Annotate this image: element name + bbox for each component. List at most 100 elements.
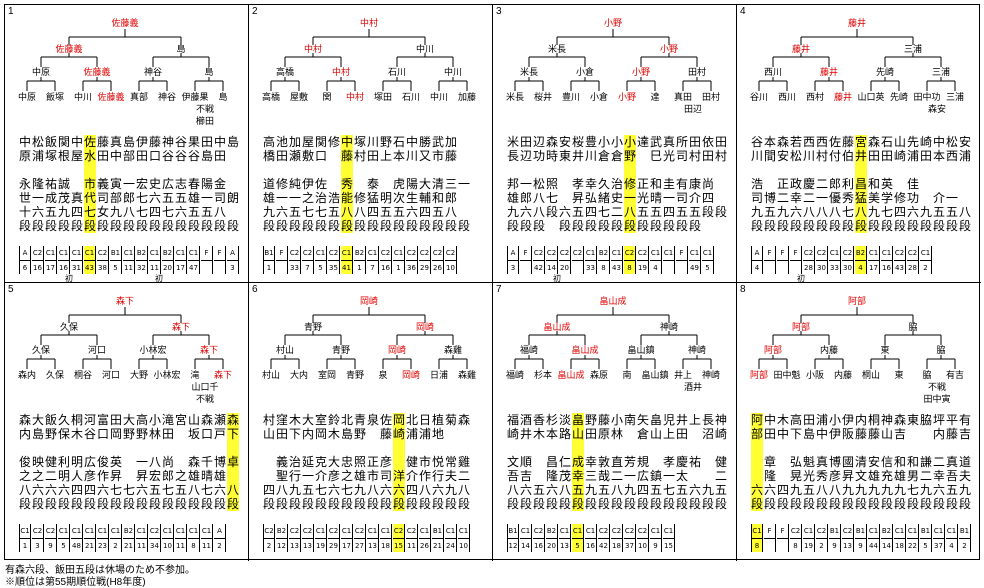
name-char: 九 xyxy=(881,483,894,497)
name-char: 幸 xyxy=(572,469,585,483)
name-char: 二 xyxy=(45,469,58,483)
name-char: 魁 xyxy=(803,455,816,469)
name-char: 森 xyxy=(546,135,559,149)
name-char: 寅 xyxy=(110,177,123,191)
name-char: 郎 xyxy=(520,191,533,205)
rank-value: F xyxy=(217,249,222,257)
name-char: 松 xyxy=(790,149,803,163)
player-name-column: 高野一昇六段 xyxy=(136,413,148,511)
rank-value: 43 xyxy=(84,260,95,275)
rank-value: C1 xyxy=(585,249,596,257)
name-char xyxy=(933,163,945,177)
rank-value: F xyxy=(780,249,785,257)
name-char xyxy=(546,163,558,177)
name-char: 段 xyxy=(585,219,598,233)
name-char: 九 xyxy=(959,483,972,497)
name-char: 圭 xyxy=(663,177,676,191)
name-char: 四 xyxy=(585,205,598,219)
name-char: 藤 xyxy=(855,427,868,441)
name-char: 段 xyxy=(663,219,676,233)
name-char: 上 xyxy=(689,413,702,427)
player-name-column: 関口佐治七段 xyxy=(315,135,327,233)
name-char: 倉 xyxy=(611,149,624,163)
name-char: 七 xyxy=(842,205,855,219)
name-char: 隆 xyxy=(764,469,777,483)
name-char: 一 xyxy=(663,469,676,483)
name-char: 正 xyxy=(777,177,790,191)
name-char: 段 xyxy=(751,219,764,233)
name-char: 一 xyxy=(520,177,533,191)
name-char xyxy=(458,441,470,455)
name-char: 中 xyxy=(71,135,84,149)
name-char: 石 xyxy=(881,135,894,149)
name-char: 七 xyxy=(598,205,611,219)
first-appearance-mark: 初 xyxy=(553,274,561,283)
name-char: 四 xyxy=(894,205,907,219)
rank-value: 16 xyxy=(881,260,892,275)
name-char: 長 xyxy=(507,149,520,163)
entrant-label: 米長 xyxy=(505,93,525,103)
name-char: 利 xyxy=(842,177,855,191)
name-char: 下 xyxy=(289,427,302,441)
name-char: 段 xyxy=(689,497,702,511)
rank-value xyxy=(777,538,788,553)
name-char: 段 xyxy=(676,219,689,233)
name-char: 一 xyxy=(946,191,959,205)
name-char: 常 xyxy=(445,455,458,469)
name-char xyxy=(97,163,109,177)
name-char: 窪 xyxy=(276,413,289,427)
name-char: 優 xyxy=(829,191,842,205)
name-char: 田 xyxy=(110,413,123,427)
name-char: 聖 xyxy=(276,469,289,483)
player-name-column: 米長邦雄九段 xyxy=(507,135,519,233)
name-char: 安 xyxy=(777,149,790,163)
name-char: 田 xyxy=(136,149,149,163)
name-char: 六 xyxy=(689,483,702,497)
player-name-column: 安東六段 xyxy=(559,135,571,233)
name-char xyxy=(520,163,532,177)
name-char: 六 xyxy=(328,483,341,497)
name-char: 修 xyxy=(354,191,367,205)
name-char: 広 xyxy=(637,469,650,483)
entrant-label: 井上 xyxy=(673,371,693,381)
name-char: 桜 xyxy=(572,135,585,149)
name-char: 八 xyxy=(624,205,637,219)
semifinal-label: 中村 xyxy=(303,45,323,55)
rank-value: 16 xyxy=(533,538,544,553)
name-char: 段 xyxy=(406,219,419,233)
name-char: 司 xyxy=(676,191,689,205)
name-char: 島 xyxy=(123,135,136,149)
name-char: 内 xyxy=(302,427,315,441)
rank-value: C2 xyxy=(611,527,622,535)
name-char xyxy=(45,441,57,455)
player-name-column: 中田章隆六段 xyxy=(764,413,776,511)
semifinal-label: 小野 xyxy=(659,45,679,55)
name-char: 日 xyxy=(419,413,432,427)
rank-value: C1 xyxy=(419,527,430,535)
name-char: 段 xyxy=(829,497,842,511)
name-char: 九 xyxy=(790,483,803,497)
name-char xyxy=(520,441,532,455)
name-char xyxy=(227,177,239,191)
name-char xyxy=(341,441,353,455)
name-char: 誠 xyxy=(58,177,71,191)
name-char: 西 xyxy=(946,149,959,163)
rank-cell: F xyxy=(276,246,288,274)
player-name-column: 瀬戸博雄六段 xyxy=(214,413,226,511)
name-char: 谷 xyxy=(751,135,764,149)
name-char: 虎 xyxy=(393,177,406,191)
rank-value: 8 xyxy=(598,260,609,275)
entrant-label: 日浦 xyxy=(429,371,449,381)
name-char: 幸 xyxy=(585,177,598,191)
name-char: 八 xyxy=(533,191,546,205)
name-char: 段 xyxy=(58,219,71,233)
name-char: 野 xyxy=(380,135,393,149)
name-char: 幸 xyxy=(933,469,946,483)
name-char: 段 xyxy=(328,219,341,233)
rank-value: F xyxy=(204,249,209,257)
rank-value: 7 xyxy=(302,260,313,275)
name-char: 修 xyxy=(276,177,289,191)
